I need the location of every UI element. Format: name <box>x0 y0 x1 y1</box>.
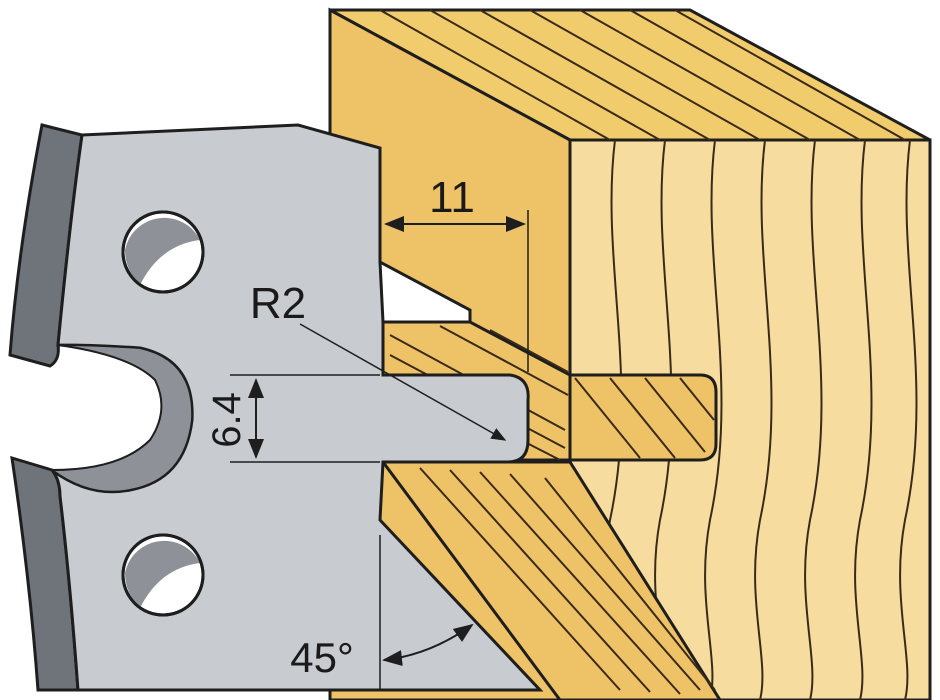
mount-hole-upper <box>121 210 205 294</box>
height-label: 6.4 <box>205 392 249 448</box>
blade-notch-shadow <box>48 344 194 493</box>
groove-grain <box>574 377 715 459</box>
dimension-height: 6.4 <box>205 374 380 463</box>
angle-label: 45° <box>290 634 354 681</box>
mount-hole-lower <box>121 533 205 617</box>
lower-chamfer-grain <box>419 467 716 695</box>
dimension-angle: 45° <box>290 535 474 690</box>
wood-workpiece <box>328 7 932 700</box>
width-label: 11 <box>429 173 475 222</box>
knife-blade <box>8 123 544 692</box>
dimension-radius: R2 <box>250 279 507 441</box>
wood-top-grain <box>379 9 906 141</box>
dimension-width: 11 <box>384 173 529 372</box>
radius-label: R2 <box>250 279 306 328</box>
